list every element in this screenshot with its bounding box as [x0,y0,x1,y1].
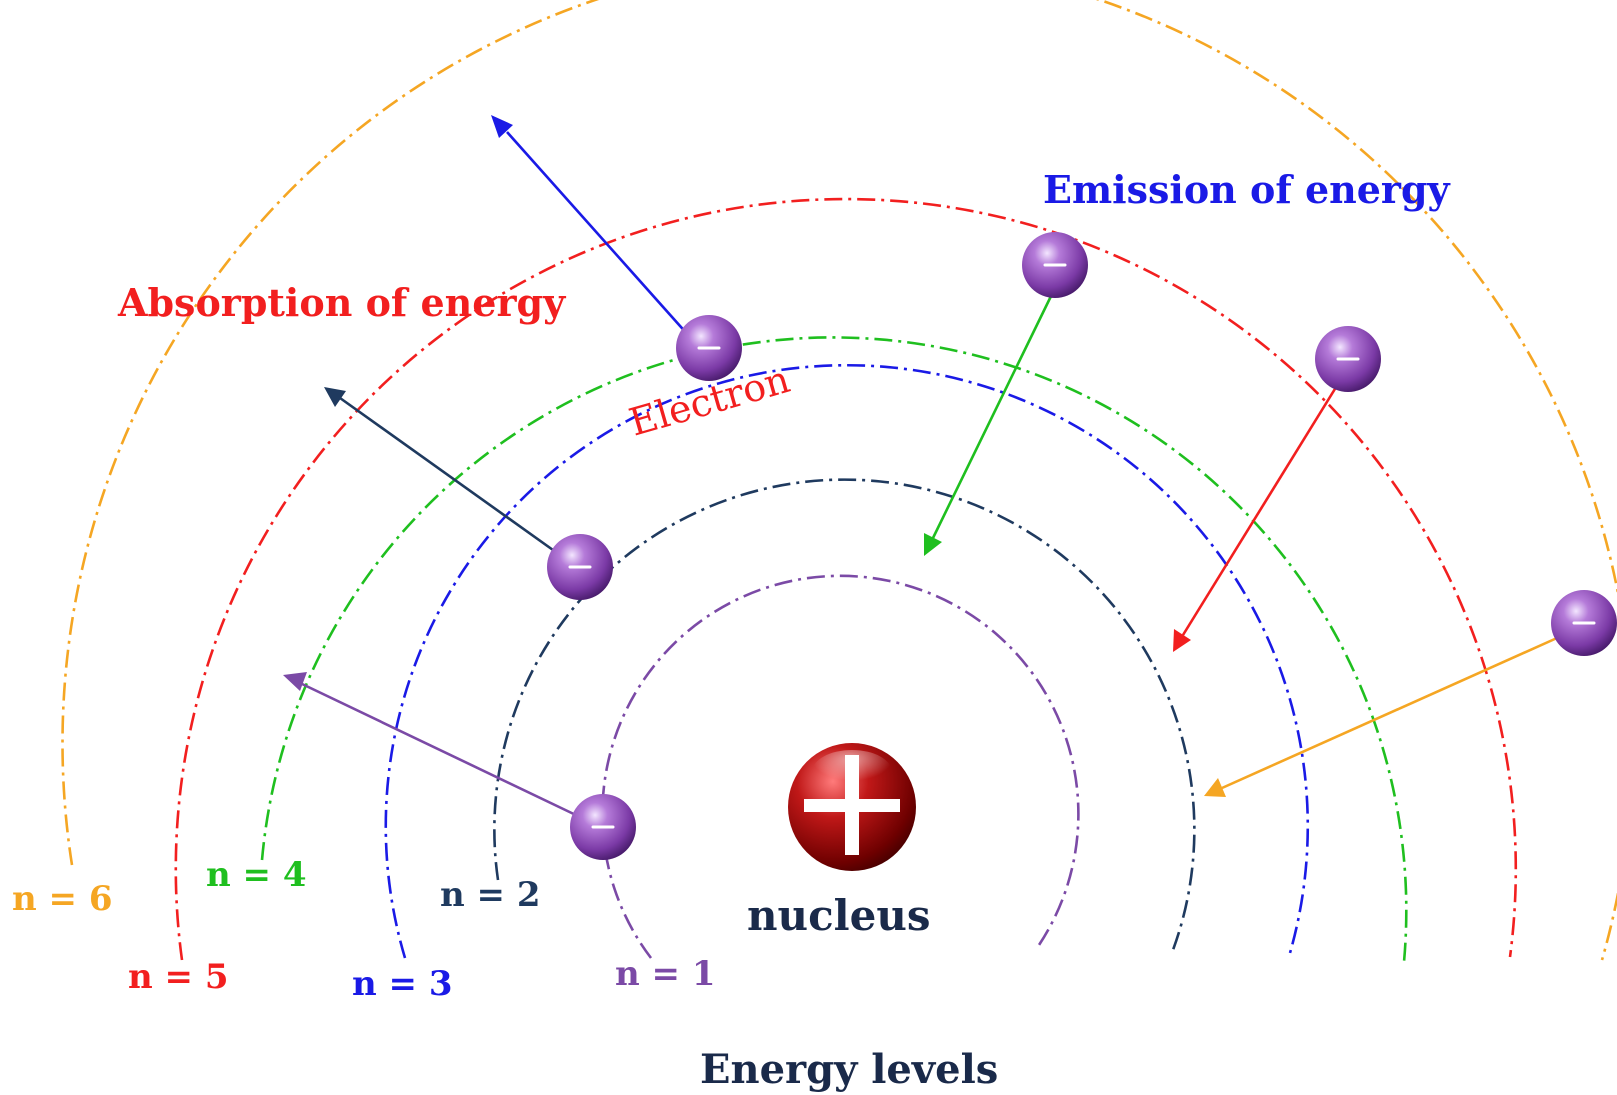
emission-arrowhead-n6-n2 [1204,778,1226,797]
level-label-n6: n = 6 [12,879,113,919]
orbit-n2 [493,478,1196,951]
electron-n6-emitting [1551,590,1617,656]
transition-arrows [283,115,1558,819]
emission-arrow-n5-n2 [1181,383,1340,636]
absorption-arrowhead-n2-n5 [324,387,346,407]
emission-arrowhead-n4-n1 [924,533,942,556]
emission-arrowhead-n5-n2 [1173,629,1191,652]
emission-arrow-n4-n1 [931,291,1055,539]
electron-n1 [570,794,636,860]
electron-n4-emitting [1022,232,1088,298]
absorption-arrowhead-n1-n4 [283,672,307,691]
electron-n3 [676,315,742,381]
orbit-n4 [260,336,1408,963]
electrons [547,232,1617,860]
orbit-n6 [61,0,1617,961]
electron-n2 [547,534,613,600]
nucleus [788,743,916,871]
level-label-n5: n = 5 [128,957,229,997]
level-labels: n = 1 n = 2 n = 3 n = 4 n = 5 n = 6 [12,855,716,1004]
level-label-n2: n = 2 [440,875,541,915]
level-label-n3: n = 3 [352,964,453,1004]
absorption-arrow-n1-n4 [299,681,581,819]
nucleus-label: nucleus [747,891,931,940]
orbit-n5 [174,197,1518,961]
energy-levels-caption: Energy levels [700,1046,998,1093]
emission-arrow-n6-n2 [1221,636,1558,790]
absorption-arrow-n3-n6 [506,131,698,346]
absorption-arrow-n2-n5 [339,396,561,557]
absorption-heading: Absorption of energy [117,280,566,325]
level-label-n4: n = 4 [206,855,307,895]
level-label-n1: n = 1 [615,954,716,994]
emission-heading: Emission of energy [1043,167,1451,212]
absorption-arrowhead-n3-n6 [491,115,513,138]
electron-n5-emitting [1315,326,1381,392]
orbit-n3 [384,363,1310,959]
plus-icon [804,755,900,855]
